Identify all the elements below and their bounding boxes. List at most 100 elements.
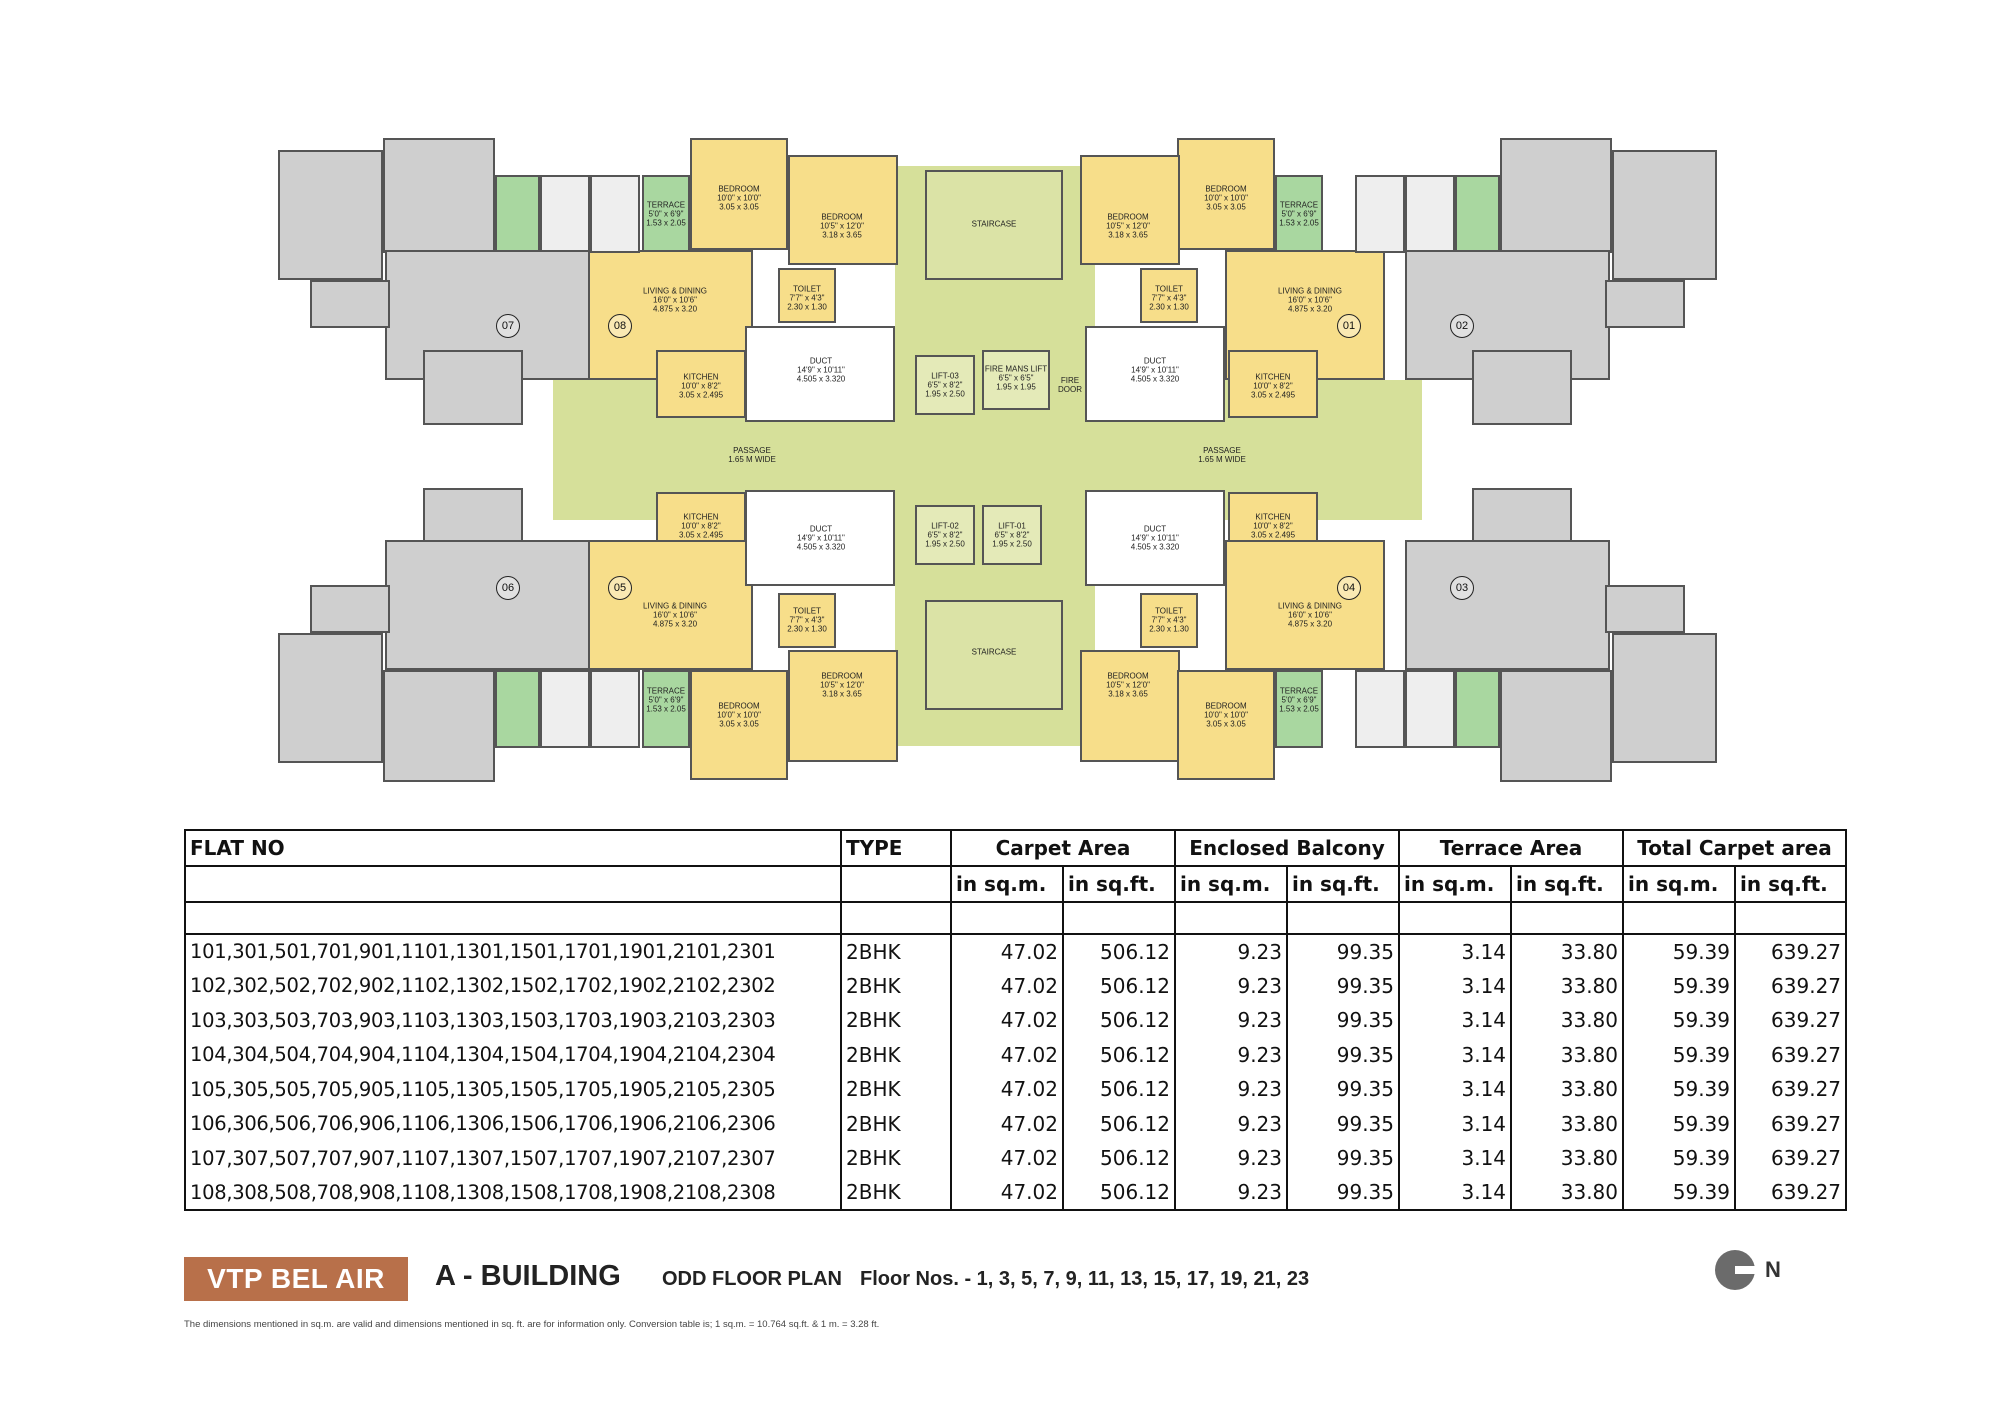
unit-07-toilet (310, 280, 390, 328)
blank-cell (1174, 901, 1288, 935)
cell-terrace-sqm: 3.14 (1398, 968, 1513, 1003)
unit-06-toilet (310, 585, 390, 633)
blank-cell (950, 901, 1064, 935)
cell-carpet-sqm: 47.02 (950, 1037, 1064, 1072)
subheader-sqft: in sq.ft. (1734, 865, 1848, 903)
cell-flats: 106,306,506,706,906,1106,1306,1506,1706,… (184, 1106, 842, 1141)
cell-terrace-sqft: 33.80 (1510, 1141, 1625, 1176)
unit-number-05: 05 (608, 576, 632, 600)
unit-01-bedroom-2 (1080, 155, 1180, 265)
unit-01-living-label: LIVING & DINING 16'0" x 10'6" 4.875 x 3.… (1277, 286, 1343, 314)
cell-terrace-sqm: 3.14 (1398, 1037, 1513, 1072)
table-row: 108,308,508,708,908,1108,1308,1508,1708,… (184, 1175, 1848, 1211)
cell-balcony-sqft: 99.35 (1285, 968, 1401, 1003)
cell-terrace-sqft: 33.80 (1510, 1072, 1625, 1107)
header-enclosed-balcony: Enclosed Balcony (1173, 829, 1401, 867)
cell-flats: 107,307,507,707,907,1107,1307,1507,1707,… (184, 1141, 842, 1176)
blank-cell (1062, 901, 1176, 935)
unit-02-small-terrace-b (1355, 175, 1405, 253)
unit-05-terrace-label: TERRACE 5'0" x 6'9" 1.53 x 2.05 (646, 686, 686, 714)
subheader-sqm: in sq.m. (1174, 865, 1288, 903)
unit-03-small-terrace-a (1405, 670, 1455, 748)
cell-terrace-sqm: 3.14 (1398, 934, 1513, 969)
cell-terrace-sqft: 33.80 (1510, 1175, 1625, 1211)
cell-terrace-sqft: 33.80 (1510, 1037, 1625, 1072)
cell-carpet-sqft: 506.12 (1062, 1175, 1176, 1211)
unit-01-terrace (1275, 175, 1323, 253)
cell-terrace-sqft: 33.80 (1510, 968, 1625, 1003)
blank-cell (184, 901, 842, 935)
subheader-sqm: in sq.m. (950, 865, 1064, 903)
unit-04-duct (1085, 490, 1225, 586)
fire-mans-lift (982, 350, 1050, 410)
cell-carpet-sqm: 47.02 (950, 1175, 1064, 1211)
unit-02-kitchen (1472, 350, 1572, 425)
table-row: 102,302,502,702,902,1102,1302,1502,1702,… (184, 968, 1848, 1003)
staircase-label-top: STAIRCASE (971, 219, 1017, 229)
cell-balcony-sqm: 9.23 (1174, 1037, 1288, 1072)
cell-total-sqft: 639.27 (1734, 968, 1848, 1003)
cell-total-sqft: 639.27 (1734, 1003, 1848, 1038)
unit-03-small-terrace-b (1355, 670, 1405, 748)
unit-04-terrace (1275, 670, 1323, 748)
unit-07-small-terrace-a (540, 175, 590, 253)
unit-02-toilet (1605, 280, 1685, 328)
cell-total-sqft: 639.27 (1734, 1141, 1848, 1176)
cell-total-sqft: 639.27 (1734, 1106, 1848, 1141)
unit-05-kitchen-label: KITCHEN 10'0" x 8'2" 3.05 x 2.495 (678, 512, 724, 540)
lift-03 (915, 355, 975, 415)
unit-05-bedroom-2 (788, 650, 898, 762)
cell-type: 2BHK (840, 1175, 952, 1211)
cell-balcony-sqm: 9.23 (1174, 1141, 1288, 1176)
cell-balcony-sqm: 9.23 (1174, 1072, 1288, 1107)
cell-carpet-sqft: 506.12 (1062, 1037, 1176, 1072)
unit-04-living (1225, 540, 1385, 670)
unit-08-terrace-label: TERRACE 5'0" x 6'9" 1.53 x 2.05 (646, 200, 686, 228)
passage-label-left: PASSAGE 1.65 M WIDE (728, 446, 776, 464)
cell-terrace-sqft: 33.80 (1510, 1003, 1625, 1038)
unit-03-bedroom-1 (1612, 633, 1717, 763)
unit-05-bedroom-2-label: BEDROOM 10'5" x 12'0" 3.18 x 3.65 (820, 671, 864, 699)
lift-01-label: LIFT-01 6'5" x 8'2" 1.95 x 2.50 (992, 521, 1032, 549)
floor-numbers: Floor Nos. - 1, 3, 5, 7, 9, 11, 13, 15, … (860, 1268, 1310, 1290)
unit-02-bedroom-2 (1500, 138, 1612, 253)
cell-carpet-sqft: 506.12 (1062, 1106, 1176, 1141)
lift-01 (982, 505, 1042, 565)
staircase-top (925, 170, 1063, 280)
cell-terrace-sqm: 3.14 (1398, 1106, 1513, 1141)
unit-03-bedroom-2 (1500, 670, 1612, 782)
cell-balcony-sqm: 9.23 (1174, 934, 1288, 969)
subheader-sqm: in sq.m. (1398, 865, 1513, 903)
duct-label-tl: DUCT 14'9" x 10'11" 4.505 x 3.320 (796, 356, 846, 384)
cell-balcony-sqm: 9.23 (1174, 1175, 1288, 1211)
blank-cell (1622, 901, 1737, 935)
fire-lift-label: FIRE MANS LIFT 6'5" x 6'5" 1.95 x 1.95 (984, 364, 1048, 392)
cell-terrace-sqft: 33.80 (1510, 934, 1625, 969)
unit-04-living-label: LIVING & DINING 16'0" x 10'6" 4.875 x 3.… (1277, 601, 1343, 629)
unit-06-living (385, 540, 590, 670)
table-row: 107,307,507,707,907,1107,1307,1507,1707,… (184, 1141, 1848, 1176)
unit-03-terrace (1455, 670, 1500, 748)
unit-03-living (1405, 540, 1610, 670)
fire-door-label: FIRE DOOR (1058, 376, 1082, 394)
subheader-sqft: in sq.ft. (1062, 865, 1176, 903)
unit-05-duct (745, 490, 895, 586)
unit-04-bedroom-1-label: BEDROOM 10'0" x 10'0" 3.05 x 3.05 (1204, 701, 1248, 729)
cell-total-sqm: 59.39 (1622, 1175, 1737, 1211)
lift-02-label: LIFT-02 6'5" x 8'2" 1.95 x 2.50 (925, 521, 965, 549)
unit-01-kitchen (1228, 350, 1318, 418)
cell-balcony-sqft: 99.35 (1285, 1175, 1401, 1211)
unit-01-toilet (1140, 268, 1198, 323)
blank-cell (1734, 901, 1848, 935)
cell-carpet-sqm: 47.02 (950, 968, 1064, 1003)
unit-06-bedroom-1 (278, 633, 383, 763)
cell-type: 2BHK (840, 968, 952, 1003)
cell-total-sqm: 59.39 (1622, 934, 1737, 969)
cell-balcony-sqft: 99.35 (1285, 1072, 1401, 1107)
unit-02-terrace (1455, 175, 1500, 253)
subheader-sqm: in sq.m. (1622, 865, 1737, 903)
cell-total-sqm: 59.39 (1622, 968, 1737, 1003)
cell-flats: 102,302,502,702,902,1102,1302,1502,1702,… (184, 968, 842, 1003)
lift-02 (915, 505, 975, 565)
cell-balcony-sqft: 99.35 (1285, 1106, 1401, 1141)
